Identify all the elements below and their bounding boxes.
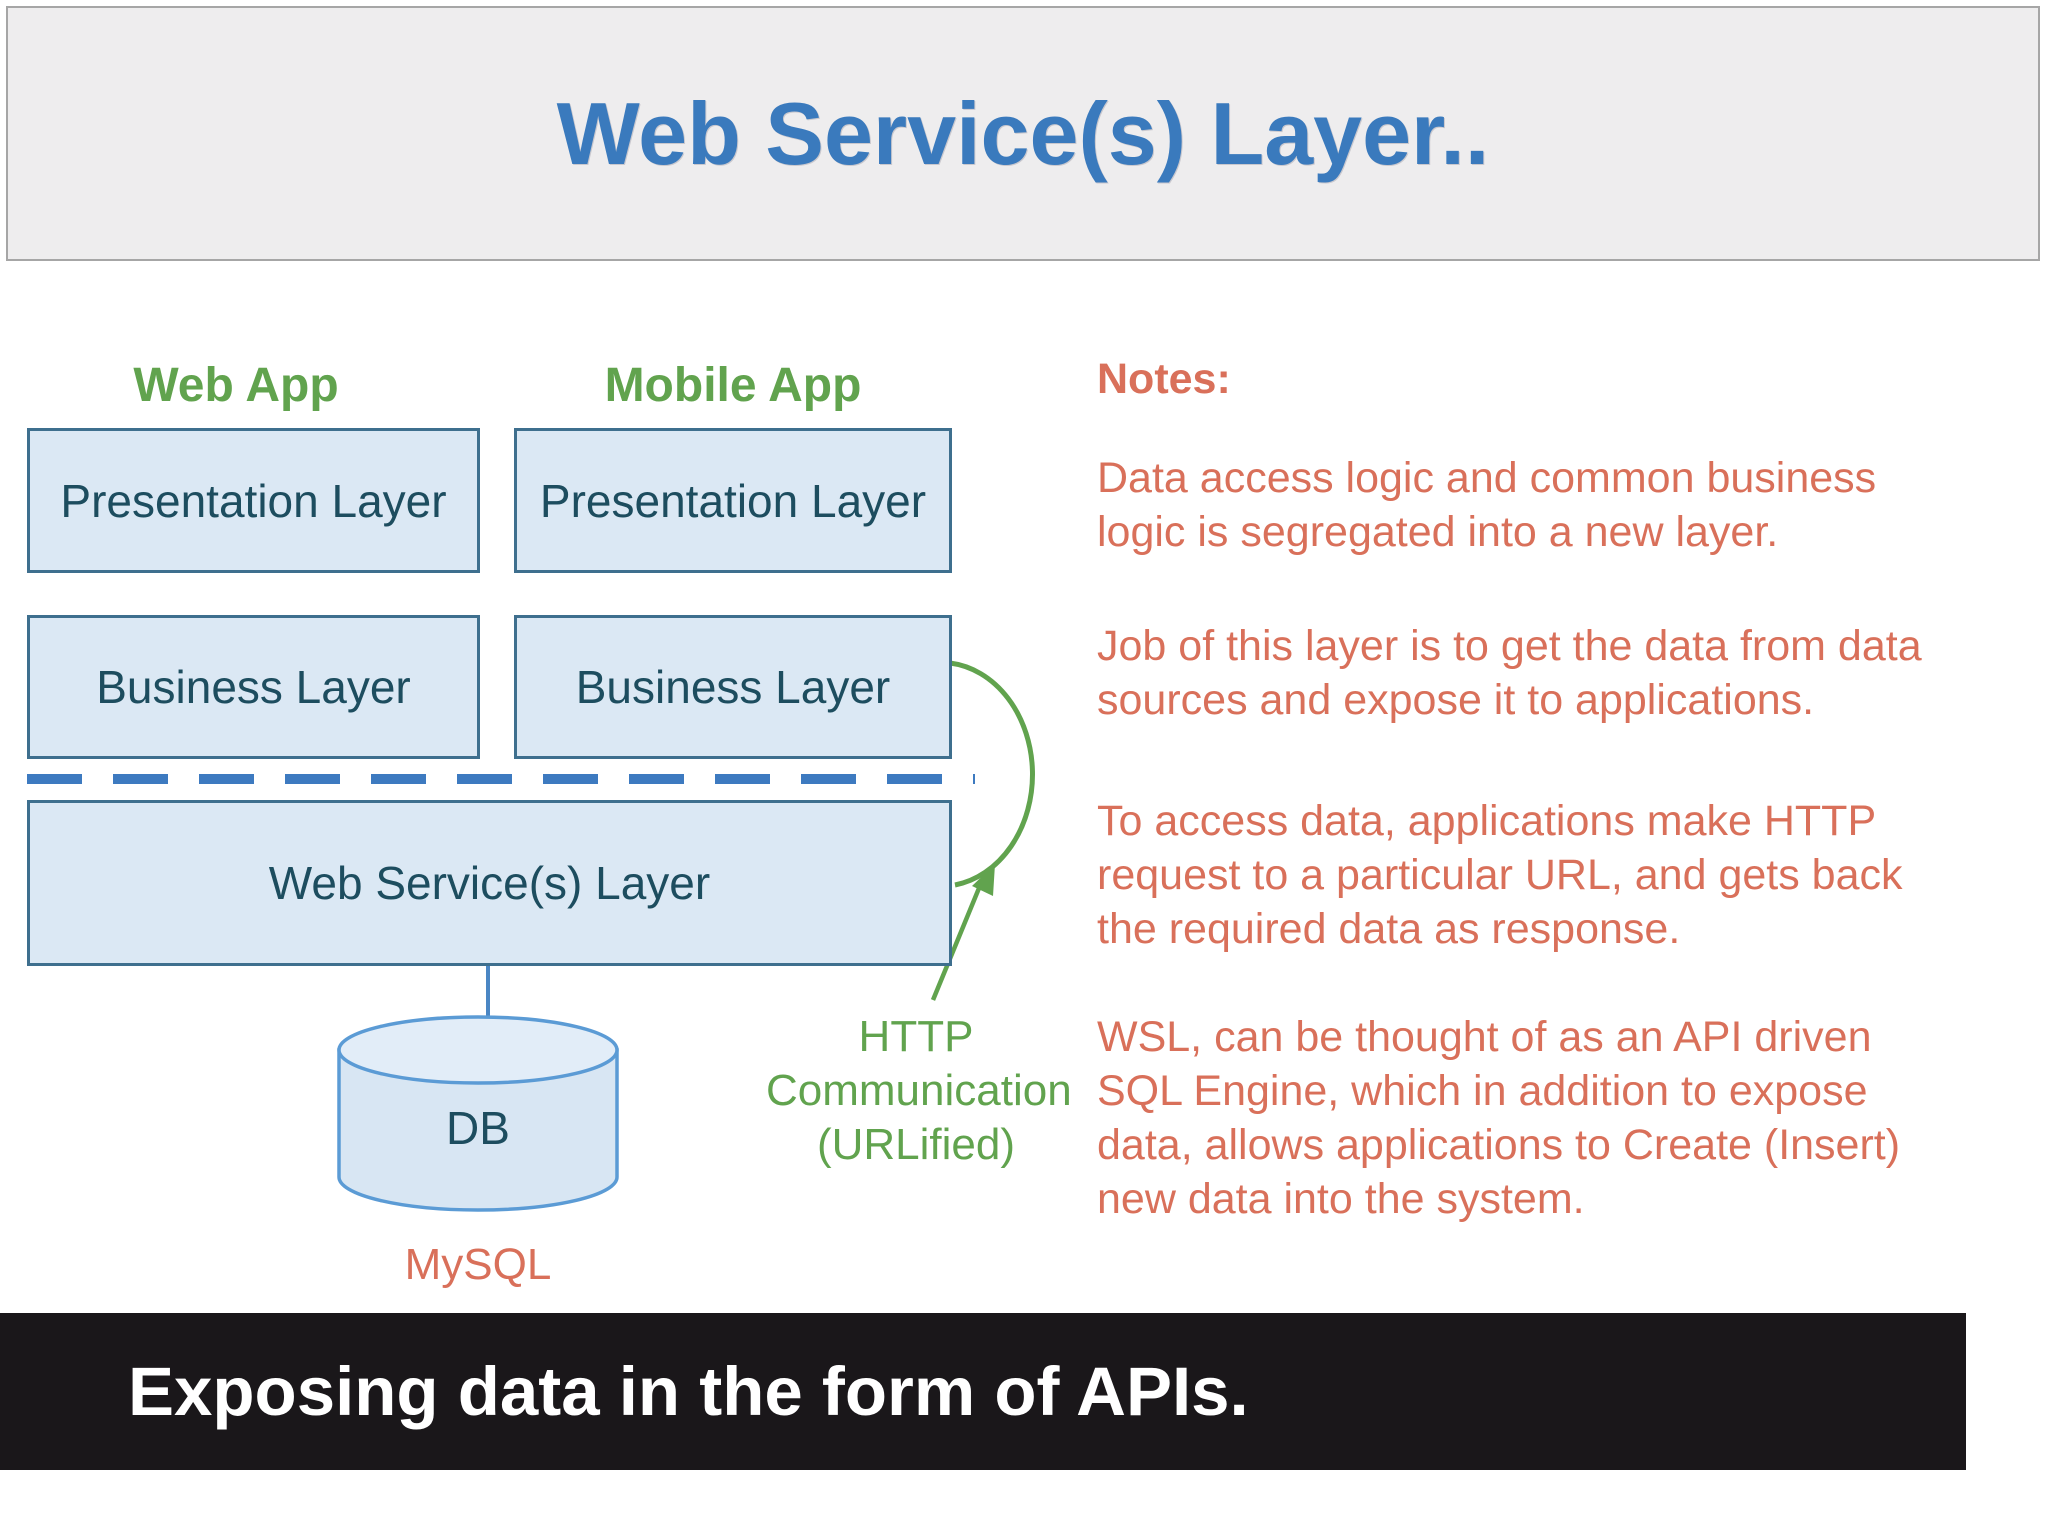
presentation-layer-label: Presentation Layer — [60, 474, 447, 527]
http-label-line: Communication — [766, 1066, 1072, 1115]
notes-line: data, allows applications to Create (Ins… — [1097, 1121, 1901, 1169]
db-caption: MySQL — [404, 1240, 552, 1289]
slide-header: Web Service(s) Layer.. — [6, 6, 2040, 261]
mobile-app-column-label: Mobile App — [604, 359, 862, 412]
business-layer-box-mobile: Business Layer — [514, 615, 952, 759]
business-layer-label: Business Layer — [575, 661, 891, 713]
notes-line: SQL Engine, which in addition to expose — [1097, 1067, 1868, 1115]
presentation-layer-box-mobile: Presentation Layer — [514, 428, 952, 573]
business-layer-box-web: Business Layer — [27, 615, 480, 759]
presentation-layer-label: Presentation Layer — [539, 474, 927, 527]
notes-line: Data access logic and common business — [1097, 454, 1877, 502]
footer-bar: Exposing data in the form of APIs. — [0, 1313, 1966, 1470]
notes-line: the required data as response. — [1097, 905, 1681, 953]
notes-line: WSL, can be thought of as an API driven — [1097, 1013, 1872, 1061]
presentation-layer-box-web: Presentation Layer — [27, 428, 480, 573]
http-callout-arrowhead-icon — [972, 864, 995, 896]
business-to-ws-arc — [949, 660, 1035, 888]
http-communication-label: HTTP Communication (URLified) — [766, 1010, 1072, 1172]
notes-line: logic is segregated into a new layer. — [1097, 508, 1779, 556]
notes-line: sources and expose it to applications. — [1097, 676, 1815, 724]
notes-paragraph: Job of this layer is to get the data fro… — [1097, 619, 1922, 727]
notes-paragraph: To access data, applications make HTTP r… — [1097, 794, 1903, 956]
database-cylinder-top-icon — [337, 1015, 619, 1085]
notes-paragraph: WSL, can be thought of as an API driven … — [1097, 1010, 1900, 1226]
http-label-line: HTTP — [858, 1012, 974, 1061]
notes-line: To access data, applications make HTTP — [1097, 797, 1877, 845]
web-app-column-label: Web App — [133, 359, 339, 412]
page-title: Web Service(s) Layer.. — [556, 83, 1490, 183]
notes-line: request to a particular URL, and gets ba… — [1097, 851, 1903, 899]
notes-paragraph: Data access logic and common business lo… — [1097, 451, 1876, 559]
db-label: DB — [446, 1102, 510, 1154]
http-label-line: (URLified) — [816, 1120, 1016, 1169]
notes-line: Job of this layer is to get the data fro… — [1097, 622, 1922, 670]
footer-caption: Exposing data in the form of APIs. — [128, 1353, 1249, 1430]
business-layer-label: Business Layer — [96, 661, 411, 713]
notes-line: new data into the system. — [1097, 1175, 1585, 1223]
web-services-layer-box: Web Service(s) Layer — [27, 800, 952, 966]
web-services-layer-label: Web Service(s) Layer — [268, 857, 711, 909]
notes-heading: Notes: — [1097, 355, 1231, 403]
